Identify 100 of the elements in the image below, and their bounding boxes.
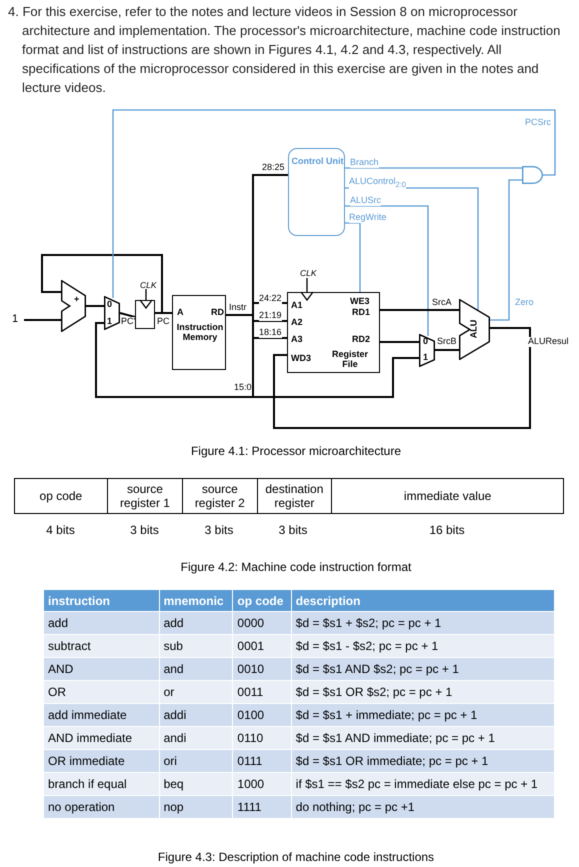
multiplexer-symbol — [419, 334, 435, 367]
input-number: 0 — [423, 337, 428, 346]
table-cell: beq — [159, 772, 233, 796]
register-block — [135, 300, 155, 329]
wire-label: 24:22 — [259, 294, 282, 304]
table-cell: $d = $s1 + immediate; pc = pc + 1 — [291, 704, 554, 726]
table-cell: and — [159, 658, 233, 680]
bit-width-label: 3 bits — [129, 523, 160, 537]
table-cell: 0001 — [232, 634, 292, 658]
block-label: Register File — [330, 349, 369, 370]
table-cell: 1111 — [232, 796, 292, 818]
table-cell: AND — [44, 658, 160, 680]
table-cell: sub — [159, 634, 233, 658]
wire-label: PC' — [121, 317, 136, 327]
table-cell: $d = $s1 OR immediate; pc = pc + 1 — [291, 750, 554, 772]
port-label: A — [177, 308, 184, 317]
block-label: Control Unit — [290, 156, 344, 166]
constant-label: 1 — [12, 313, 22, 325]
port-label: RD1 — [352, 308, 370, 317]
bit-width-label: 3 bits — [204, 523, 234, 537]
table-cell: branch if equal — [44, 772, 160, 796]
table-cell: 0111 — [232, 750, 292, 772]
input-number: 1 — [423, 353, 428, 362]
table-cell: do nothing; pc = pc +1 — [291, 796, 554, 818]
table-cell: destination register — [257, 478, 332, 514]
port-label: RD — [211, 308, 224, 317]
block-label: Instruction Memory — [176, 322, 224, 343]
table-header-cell: instruction — [44, 590, 160, 612]
table-cell: 0010 — [232, 658, 292, 680]
port-label: WE3 — [350, 297, 370, 306]
table-header-cell: mnemonic — [159, 590, 233, 612]
bit-width-label: 16 bits — [428, 523, 466, 537]
multiplexer-symbol — [104, 296, 120, 330]
plus-sign: + — [74, 295, 80, 304]
question-paragraph: 4. For this exercise, refer to the notes and lecture videos in Session 8 on microprocessor architecture and implementation. The processor's microarchitecture, machine code instruction format and list of instructions are shown in Figures 4.1, 4.2 and 4.3, respectively. All specifications of the microprocessor considered in this exercise are given in the notes and lecture videos. — [8, 3, 562, 97]
bit-width-label: 4 bits — [45, 523, 76, 537]
wire — [273, 327, 531, 429]
wire — [112, 109, 556, 298]
table-cell: $d = $s1 + $s2; pc = pc + 1 — [291, 612, 554, 634]
wire-label: PC — [157, 317, 170, 327]
block-label: ALU — [468, 320, 478, 338]
wire-label: 21:19 — [259, 311, 282, 321]
wire-label: PCSrc — [525, 118, 552, 128]
wire — [435, 349, 459, 351]
input-number: 0 — [107, 300, 112, 309]
wire-label: Zero — [515, 298, 534, 308]
wire-label: 15:0 — [234, 383, 252, 393]
table-cell: add — [44, 612, 160, 634]
wire — [380, 341, 419, 343]
wire-label: Branch — [350, 158, 379, 168]
bus-label: Instr — [229, 302, 247, 312]
wire-label: RegWrite — [349, 213, 386, 223]
table-header-cell: description — [291, 590, 554, 612]
wire — [226, 314, 419, 398]
wire — [120, 312, 136, 318]
wire — [490, 179, 522, 321]
wire — [345, 167, 522, 169]
figure-caption: Figure 4.3: Description of machine code instructions — [156, 850, 436, 864]
adder-symbol — [61, 280, 86, 332]
wire — [345, 205, 429, 336]
figure-caption: Figure 4.2: Machine code instruction format — [180, 560, 412, 574]
port-label: RD2 — [352, 335, 370, 344]
table-cell: no operation — [44, 796, 160, 818]
table-cell: if $s1 == $s2 pc = immediate else pc = pc + 1 — [291, 772, 554, 796]
table-cell: 0110 — [232, 726, 292, 750]
table-cell: or — [159, 680, 233, 704]
table-cell: nop — [159, 796, 233, 818]
wire — [380, 309, 459, 311]
alu-symbol — [459, 299, 490, 360]
control-unit-block — [288, 148, 345, 236]
wire — [86, 305, 104, 307]
table-cell: $d = $s1 - $s2; pc = pc + 1 — [291, 634, 554, 658]
wire — [345, 222, 361, 292]
port-label: WD3 — [291, 354, 311, 363]
port-label: A2 — [291, 318, 303, 327]
table-cell: add — [159, 612, 233, 634]
memory-block — [172, 295, 226, 370]
table-cell: subtract — [44, 634, 160, 658]
table-cell: OR — [44, 680, 160, 704]
table-cell: 0011 — [232, 680, 292, 704]
table-cell: 0000 — [232, 612, 292, 634]
table-cell: op code — [14, 478, 108, 514]
table-cell: 0100 — [232, 704, 292, 726]
and-gate-symbol — [522, 166, 543, 184]
input-number: 1 — [107, 317, 112, 326]
bit-width-label: 3 bits — [278, 523, 308, 537]
table-cell: $d = $s1 OR $s2; pc = pc + 1 — [291, 680, 554, 704]
table-cell: ori — [159, 750, 233, 772]
table-cell: add immediate — [44, 704, 160, 726]
wire-label: 28:25 — [262, 163, 285, 173]
wire — [41, 254, 163, 314]
table-cell: $d = $s1 AND $s2; pc = pc + 1 — [291, 658, 554, 680]
table-header-cell: op code — [232, 590, 292, 612]
table-cell: immediate value — [332, 478, 564, 514]
wire-label: SrcA — [432, 298, 452, 308]
clock-label: CLK — [300, 268, 317, 278]
figure-caption: Figure 4.1: Processor microarchitecture — [190, 444, 402, 458]
wire-label: ALUSrc — [350, 196, 382, 206]
table-cell: OR immediate — [44, 750, 160, 772]
clock-label: CLK — [140, 280, 157, 290]
